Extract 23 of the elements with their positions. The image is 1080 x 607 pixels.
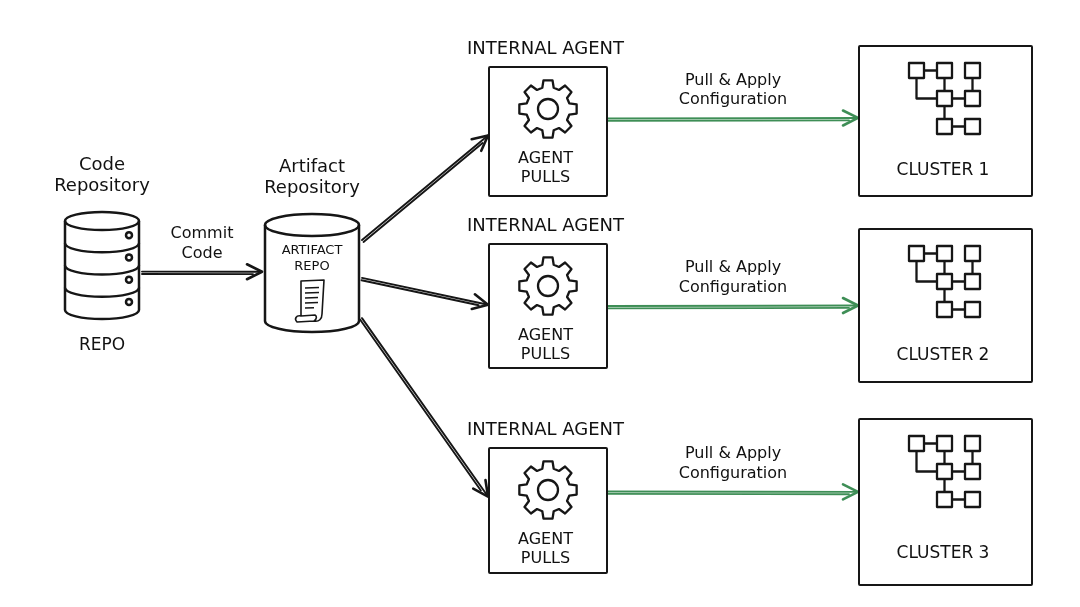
arrow	[607, 109, 860, 127]
node-label: CLUSTER 1	[896, 159, 990, 180]
node-label: CLUSTER 2	[896, 344, 990, 365]
node-heading: INTERNAL AGENT	[467, 418, 624, 440]
node-label: AGENT PULLS	[517, 529, 574, 568]
arrow	[607, 296, 860, 315]
node-label: CLUSTER 3	[896, 542, 990, 563]
cluster-box	[858, 228, 1033, 383]
arrow	[361, 134, 490, 243]
cluster-box	[858, 418, 1033, 586]
node-heading: INTERNAL AGENT	[467, 214, 624, 236]
node-label: AGENT PULLS	[517, 325, 574, 364]
arrow	[141, 262, 264, 281]
node-heading: Artifact Repository	[263, 154, 361, 198]
arrow	[360, 276, 490, 311]
node-heading: Code Repository	[53, 152, 151, 196]
node-label: AGENT PULLS	[517, 148, 574, 187]
cluster-box	[858, 45, 1033, 197]
arrow	[359, 317, 490, 498]
arrow	[607, 483, 860, 501]
node-label: ARTIFACT REPO	[280, 242, 344, 274]
node-heading: INTERNAL AGENT	[467, 37, 624, 59]
node-heading: REPO	[78, 334, 126, 355]
